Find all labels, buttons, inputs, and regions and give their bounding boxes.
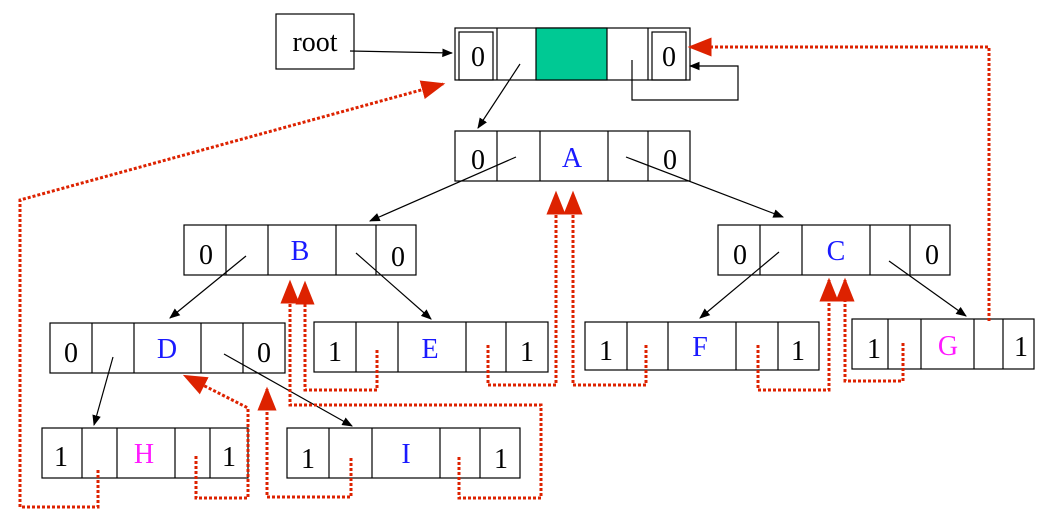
thread-H-to-D xyxy=(182,374,250,500)
node-D-data: D xyxy=(157,334,177,365)
node-E: 1 E 1 xyxy=(313,321,549,373)
node-E-rtag: 1 xyxy=(520,337,534,368)
node-A-data: A xyxy=(562,143,583,174)
D-to-I-arrow xyxy=(223,353,353,427)
head-self-loop xyxy=(631,60,739,101)
node-A-ltag: 0 xyxy=(471,145,485,176)
node-H: 1 H 1 xyxy=(41,427,249,479)
node-G-rtag: 1 xyxy=(1014,332,1028,363)
node-I-data: I xyxy=(401,439,410,470)
node-H-rtag: 1 xyxy=(222,442,236,473)
node-C-data: C xyxy=(827,236,846,267)
thread-H-to-head xyxy=(18,80,446,509)
node-F-rtag: 1 xyxy=(791,336,805,367)
thread-I-to-A xyxy=(280,279,543,500)
thread-F-to-A xyxy=(563,190,648,387)
head-ltag: 0 xyxy=(471,42,485,73)
node-B-rtag: 0 xyxy=(391,242,405,273)
node-F: 1 F 1 xyxy=(584,321,820,371)
node-I-rtag: 1 xyxy=(494,444,508,475)
C-to-G-arrow xyxy=(888,260,967,317)
node-B: 0 B 0 xyxy=(183,224,417,276)
node-G: 1 G 1 xyxy=(851,318,1035,370)
node-G-ltag: 1 xyxy=(867,334,881,365)
child-pointers xyxy=(92,63,967,427)
node-D-rtag: 0 xyxy=(257,338,271,369)
node-B-data: B xyxy=(291,236,310,267)
C-to-F-arrow xyxy=(699,251,780,319)
node-G-data: G xyxy=(938,331,958,362)
thread-G-to-C xyxy=(835,277,905,383)
thread-I-to-D xyxy=(257,386,353,499)
node-D: 0 D 0 xyxy=(49,322,286,374)
thread-pointers xyxy=(18,37,991,509)
node-I: 1 I 1 xyxy=(286,427,521,479)
D-to-H-arrow xyxy=(92,356,114,427)
root-label: root xyxy=(292,27,337,58)
node-F-data: F xyxy=(692,332,708,363)
B-to-D-arrow xyxy=(169,255,247,319)
thread-E-to-B xyxy=(295,280,379,392)
node-I-ltag: 1 xyxy=(301,444,315,475)
thread-E-to-A xyxy=(486,190,566,387)
node-B-ltag: 0 xyxy=(199,240,213,271)
A-to-C-arrow xyxy=(625,156,785,218)
node-E-ltag: 1 xyxy=(328,337,342,368)
node-A-rtag: 0 xyxy=(663,145,677,176)
root-pointer-box: root xyxy=(275,13,355,70)
thread-G-to-head xyxy=(687,37,991,321)
node-F-ltag: 1 xyxy=(599,336,613,367)
node-H-data: H xyxy=(134,439,154,470)
node-C: 0 C 0 xyxy=(717,224,951,276)
node-E-data: E xyxy=(421,334,438,365)
head-rtag: 0 xyxy=(662,42,676,73)
node-C-rtag: 0 xyxy=(925,240,939,271)
A-to-B-arrow xyxy=(369,156,517,222)
node-D-ltag: 0 xyxy=(64,338,78,369)
head-data-cell xyxy=(535,27,608,81)
thread-F-to-C xyxy=(756,277,839,392)
node-A: 0 A 0 xyxy=(454,130,691,182)
B-to-E-arrow xyxy=(355,252,432,320)
node-H-ltag: 1 xyxy=(54,442,68,473)
head-to-A-arrow xyxy=(477,63,521,129)
node-C-ltag: 0 xyxy=(733,240,747,271)
root-arrow xyxy=(349,48,454,58)
head-node: 0 0 xyxy=(454,27,691,81)
